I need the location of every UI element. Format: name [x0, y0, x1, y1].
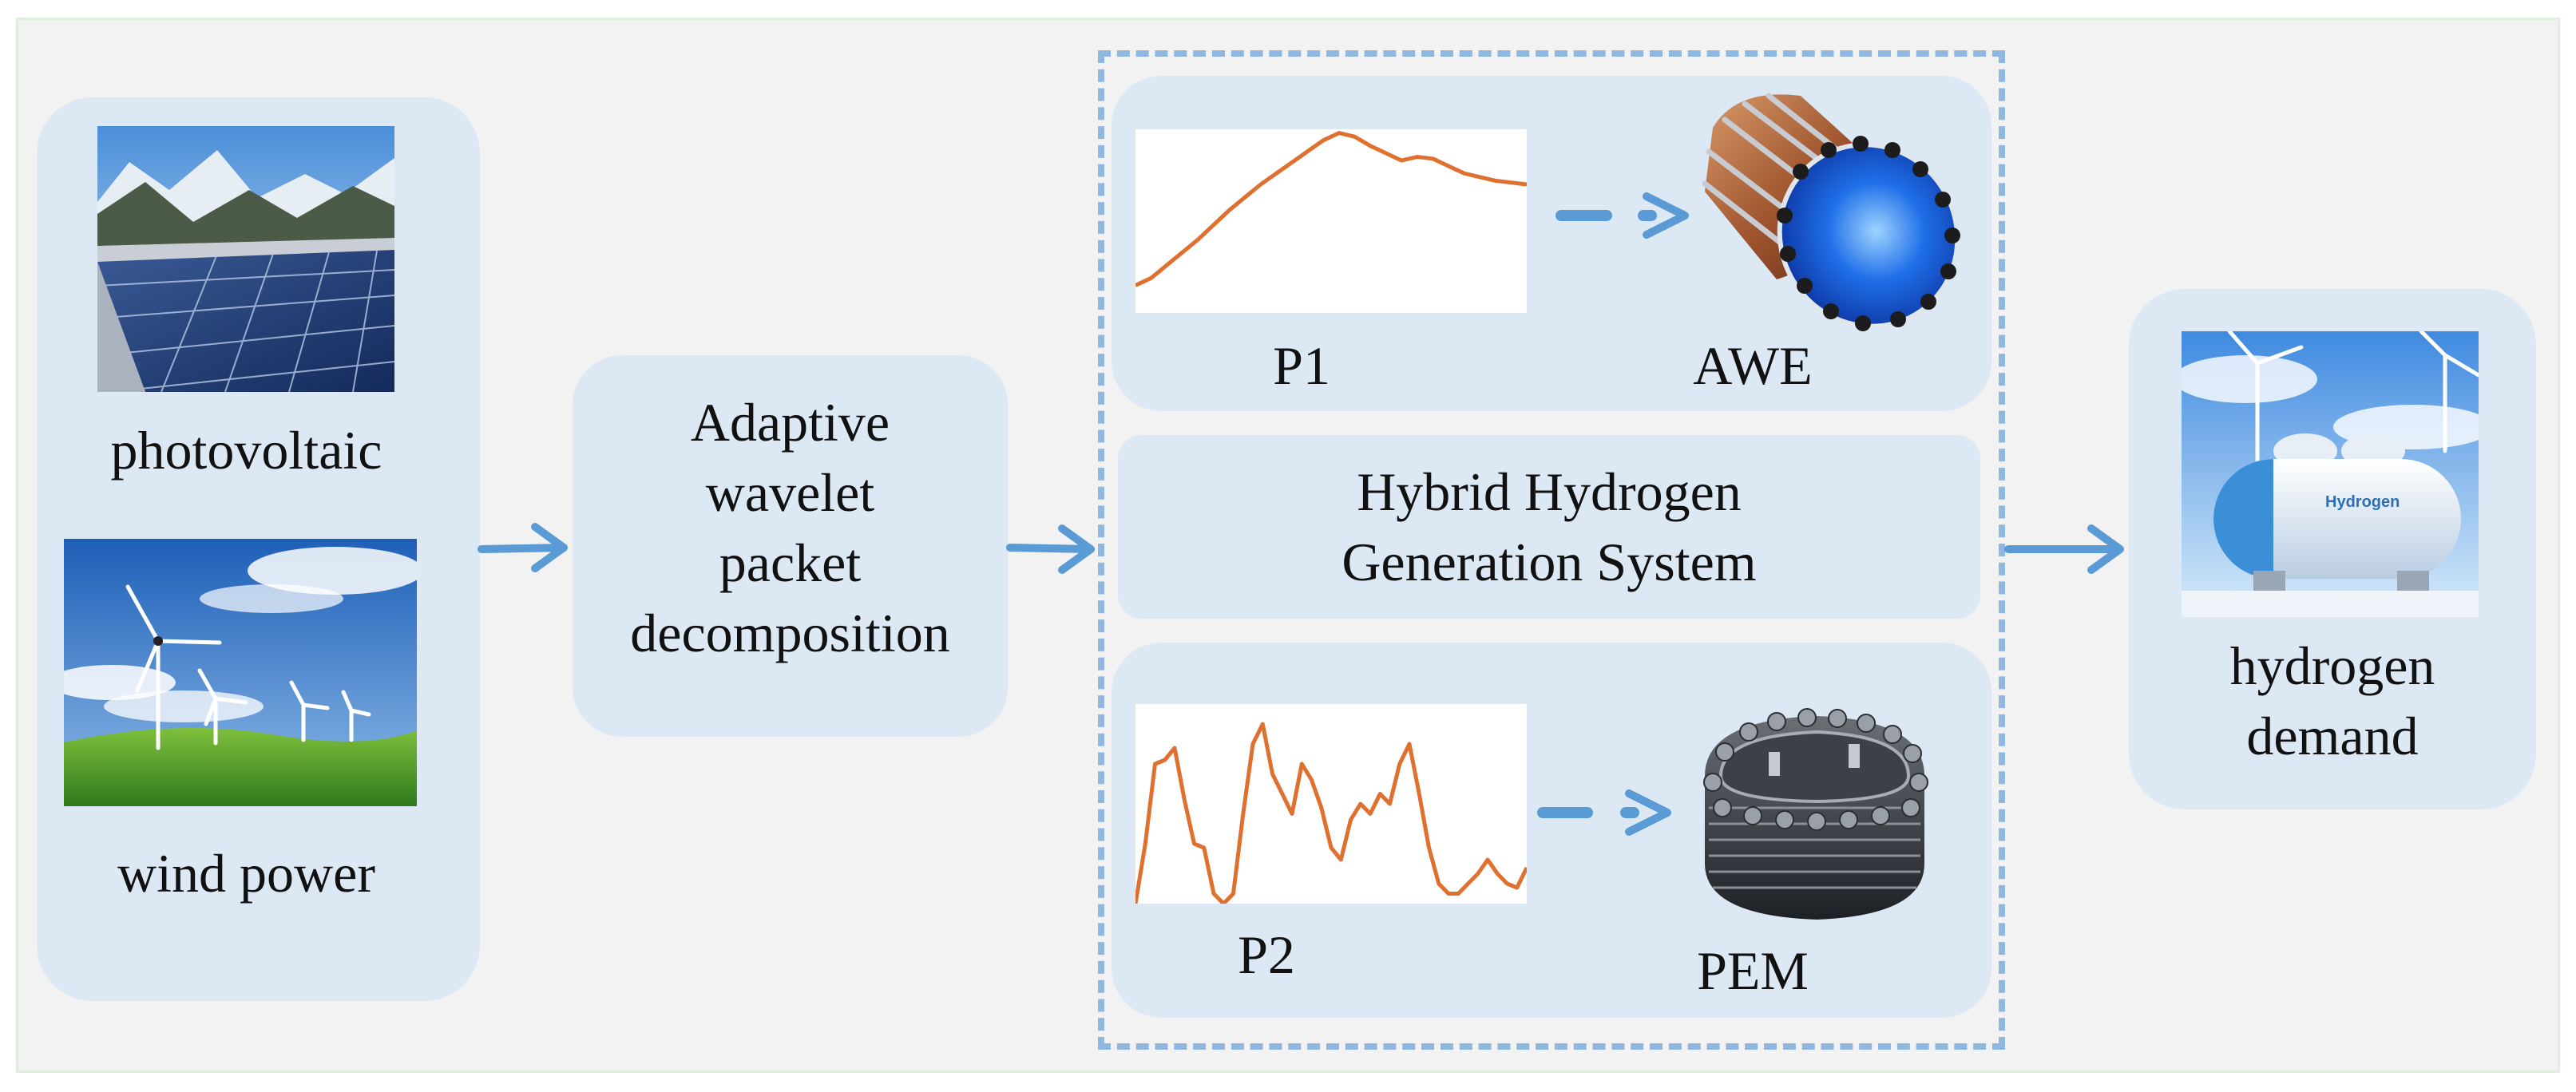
hydrogen-tank-image: Hydrogen	[2182, 331, 2479, 617]
p2-label: P2	[1238, 924, 1295, 985]
hydrogen-demand-label: hydrogen demand	[2229, 635, 2435, 766]
hybrid-system-title-box	[1118, 435, 1980, 619]
photovoltaic-image	[97, 126, 394, 392]
p2-signal-line	[1135, 722, 1527, 904]
p1-label: P1	[1273, 335, 1330, 396]
pem-electrolyzer-image	[1689, 688, 1940, 924]
wind-power-image	[64, 539, 417, 806]
p2-power-chart	[1135, 704, 1527, 904]
awe-label: AWE	[1693, 335, 1813, 396]
photovoltaic-label: photovoltaic	[110, 420, 382, 481]
decomposition-box	[573, 355, 1008, 737]
awe-electrolyzer-image	[1689, 80, 1968, 343]
p1-power-chart	[1135, 129, 1527, 313]
hybrid-system-boundary	[1098, 50, 2005, 1050]
hybrid-system-title: Hybrid Hydrogen Generation System	[1342, 461, 1757, 592]
pem-label: PEM	[1697, 940, 1809, 1001]
decomposition-label: Adaptive wavelet packet decomposition	[630, 392, 950, 663]
p1-signal-line	[1135, 131, 1527, 287]
tank-label-text: Hydrogen	[2325, 493, 2400, 511]
wind-power-label: wind power	[117, 843, 375, 904]
